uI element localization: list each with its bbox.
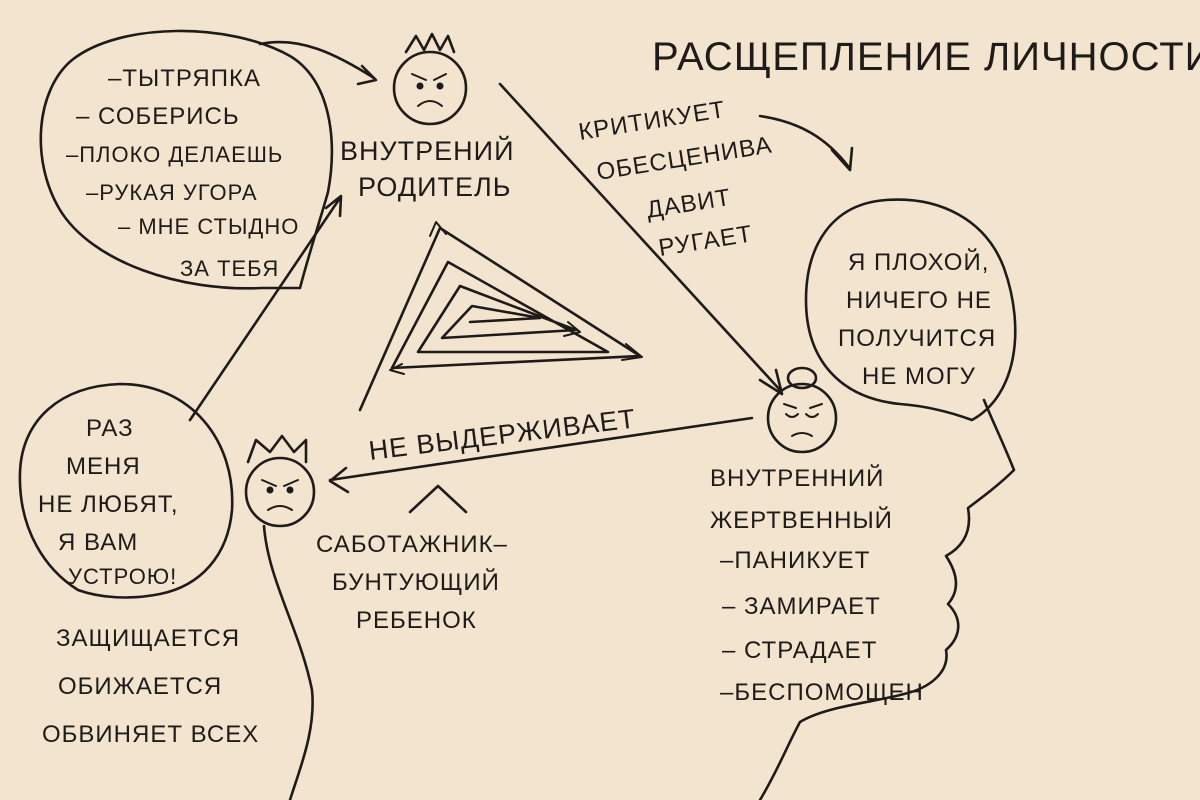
inner-victim-label-line: ВНУТРЕННИЙ [710,464,884,492]
child-behavior: ОБИЖАЕТСЯ [58,673,222,700]
arrow-victim-to-child [328,416,754,494]
saboteur-label-line: РЕБЕНОК [356,607,477,634]
victim-behavior: – СТРАДАЕТ [722,637,877,664]
parent-speech-line: ЗА ТЕБЯ [180,256,279,281]
parent-speech-line: –РУКАЯ УГОРА [86,180,258,205]
victim-speech-text: Я ПЛОХОЙ, НИЧЕГО НЕ ПОЛУЧИТСЯ НЕ МОГУ [838,248,996,390]
spiral-triangle [358,221,643,412]
head-profile-outline [758,398,1016,800]
parent-actions: КРИТИКУЕТ ОБЕСЦЕНИВА ДАВИТ РУГАЕТ [577,96,774,262]
saboteur-label-line: САБОТАЖНИК– [316,531,508,558]
parent-action: РУГАЕТ [657,220,755,261]
victim-behavior: – ЗАМИРАЕТ [722,593,881,620]
parent-action: ОБЕСЦЕНИВА [595,132,774,186]
child-speech-line: МЕНЯ [66,453,141,480]
child-speech-text: РАЗ МЕНЯ НЕ ЛЮБЯТ, Я ВАМ УСТРОЮ! [38,415,178,589]
inner-victim-label-line: ЖЕРТВЕННЫЙ [710,506,893,534]
inner-victim-face [766,366,838,454]
inner-parent-label: ВНУТРЕНИЙ РОДИТЕЛЬ [340,135,514,202]
victim-speech-bubble [804,198,1017,422]
parent-speech-line: –ТЫТРЯПКА [108,65,261,92]
parent-speech-text: –ТЫТРЯПКА – СОБЕРИСЬ –ПЛОКО ДЕЛАЕШЬ –РУК… [66,65,299,281]
arrow-actions-to-victim-bubble [758,114,854,172]
child-speech-line: НЕ ЛЮБЯТ, [38,491,178,518]
saboteur-child-label: САБОТАЖНИК– БУНТУЮЩИЙ РЕБЕНОК [316,531,508,634]
child-body-line [262,524,314,800]
caret-mark [408,484,468,514]
inner-parent-label-line: РОДИТЕЛЬ [358,172,511,202]
parent-speech-line: – СОБЕРИСЬ [76,103,240,130]
parent-action: ДАВИТ [645,184,733,224]
victim-speech-line: Я ПЛОХОЙ, [848,248,989,276]
victim-speech-line: НЕ МОГУ [862,363,976,390]
arrow-parent-to-victim [498,82,784,396]
child-speech-line: РАЗ [86,415,134,442]
arrow-bubble-to-parent [258,40,378,86]
inner-parent-label-line: ВНУТРЕНИЙ [340,135,514,166]
inner-victim-label: ВНУТРЕННИЙ ЖЕРТВЕННЫЙ [710,464,893,534]
victim-speech-line: НИЧЕГО НЕ [846,287,992,314]
victim-behavior: –ПАНИКУЕТ [720,547,870,574]
saboteur-child-face [244,434,316,528]
parent-speech-bubble [39,29,334,290]
child-speech-bubble [18,382,234,599]
parent-speech-line: – МНЕ СТЫДНО [118,214,299,239]
diagram-title: РАСЩЕПЛЕНИЕ ЛИЧНОСТИ [652,35,1200,79]
victim-speech-line: ПОЛУЧИТСЯ [838,325,996,352]
victim-behaviors: –ПАНИКУЕТ – ЗАМИРАЕТ – СТРАДАЕТ –БЕСПОМО… [720,547,924,706]
child-speech-line: Я ВАМ [58,529,138,556]
child-behavior: ЗАЩИЩАЕТСЯ [56,625,240,652]
child-behavior: ОБВИНЯЕТ ВСЕХ [42,721,259,748]
victim-behavior: –БЕСПОМОЩЕН [720,679,924,706]
inner-parent-face [392,32,468,126]
child-speech-line: УСТРОЮ! [68,564,177,589]
saboteur-label-line: БУНТУЮЩИЙ [332,568,500,596]
arrow-label-cannot-withstand: НЕ ВЫДЕРЖИВАЕТ [367,403,638,466]
arrow-child-to-parent [188,194,343,422]
parent-action: КРИТИКУЕТ [577,96,728,146]
child-behaviors: ЗАЩИЩАЕТСЯ ОБИЖАЕТСЯ ОБВИНЯЕТ ВСЕХ [42,625,259,748]
parent-speech-line: –ПЛОКО ДЕЛАЕШЬ [66,142,283,167]
